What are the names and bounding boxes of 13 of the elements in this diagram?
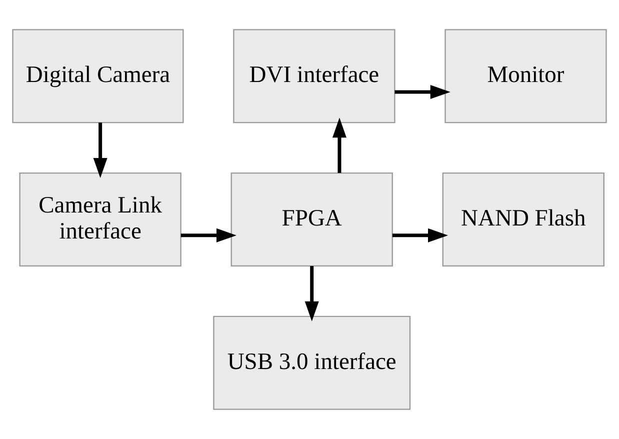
node-box: NAND Flash <box>442 172 604 266</box>
arrow <box>394 84 450 99</box>
node-box: Digital Camera <box>12 29 184 124</box>
node-box: DVI interface <box>233 29 396 124</box>
node-box: Camera Link interface <box>19 172 182 266</box>
arrow <box>93 122 108 178</box>
arrow <box>180 228 236 242</box>
arrow <box>392 228 448 242</box>
node-box: Monitor <box>444 29 607 124</box>
arrow <box>304 266 319 322</box>
node-box: FPGA <box>230 172 393 266</box>
arrow <box>332 118 346 173</box>
node-box: USB 3.0 interface <box>213 316 411 410</box>
